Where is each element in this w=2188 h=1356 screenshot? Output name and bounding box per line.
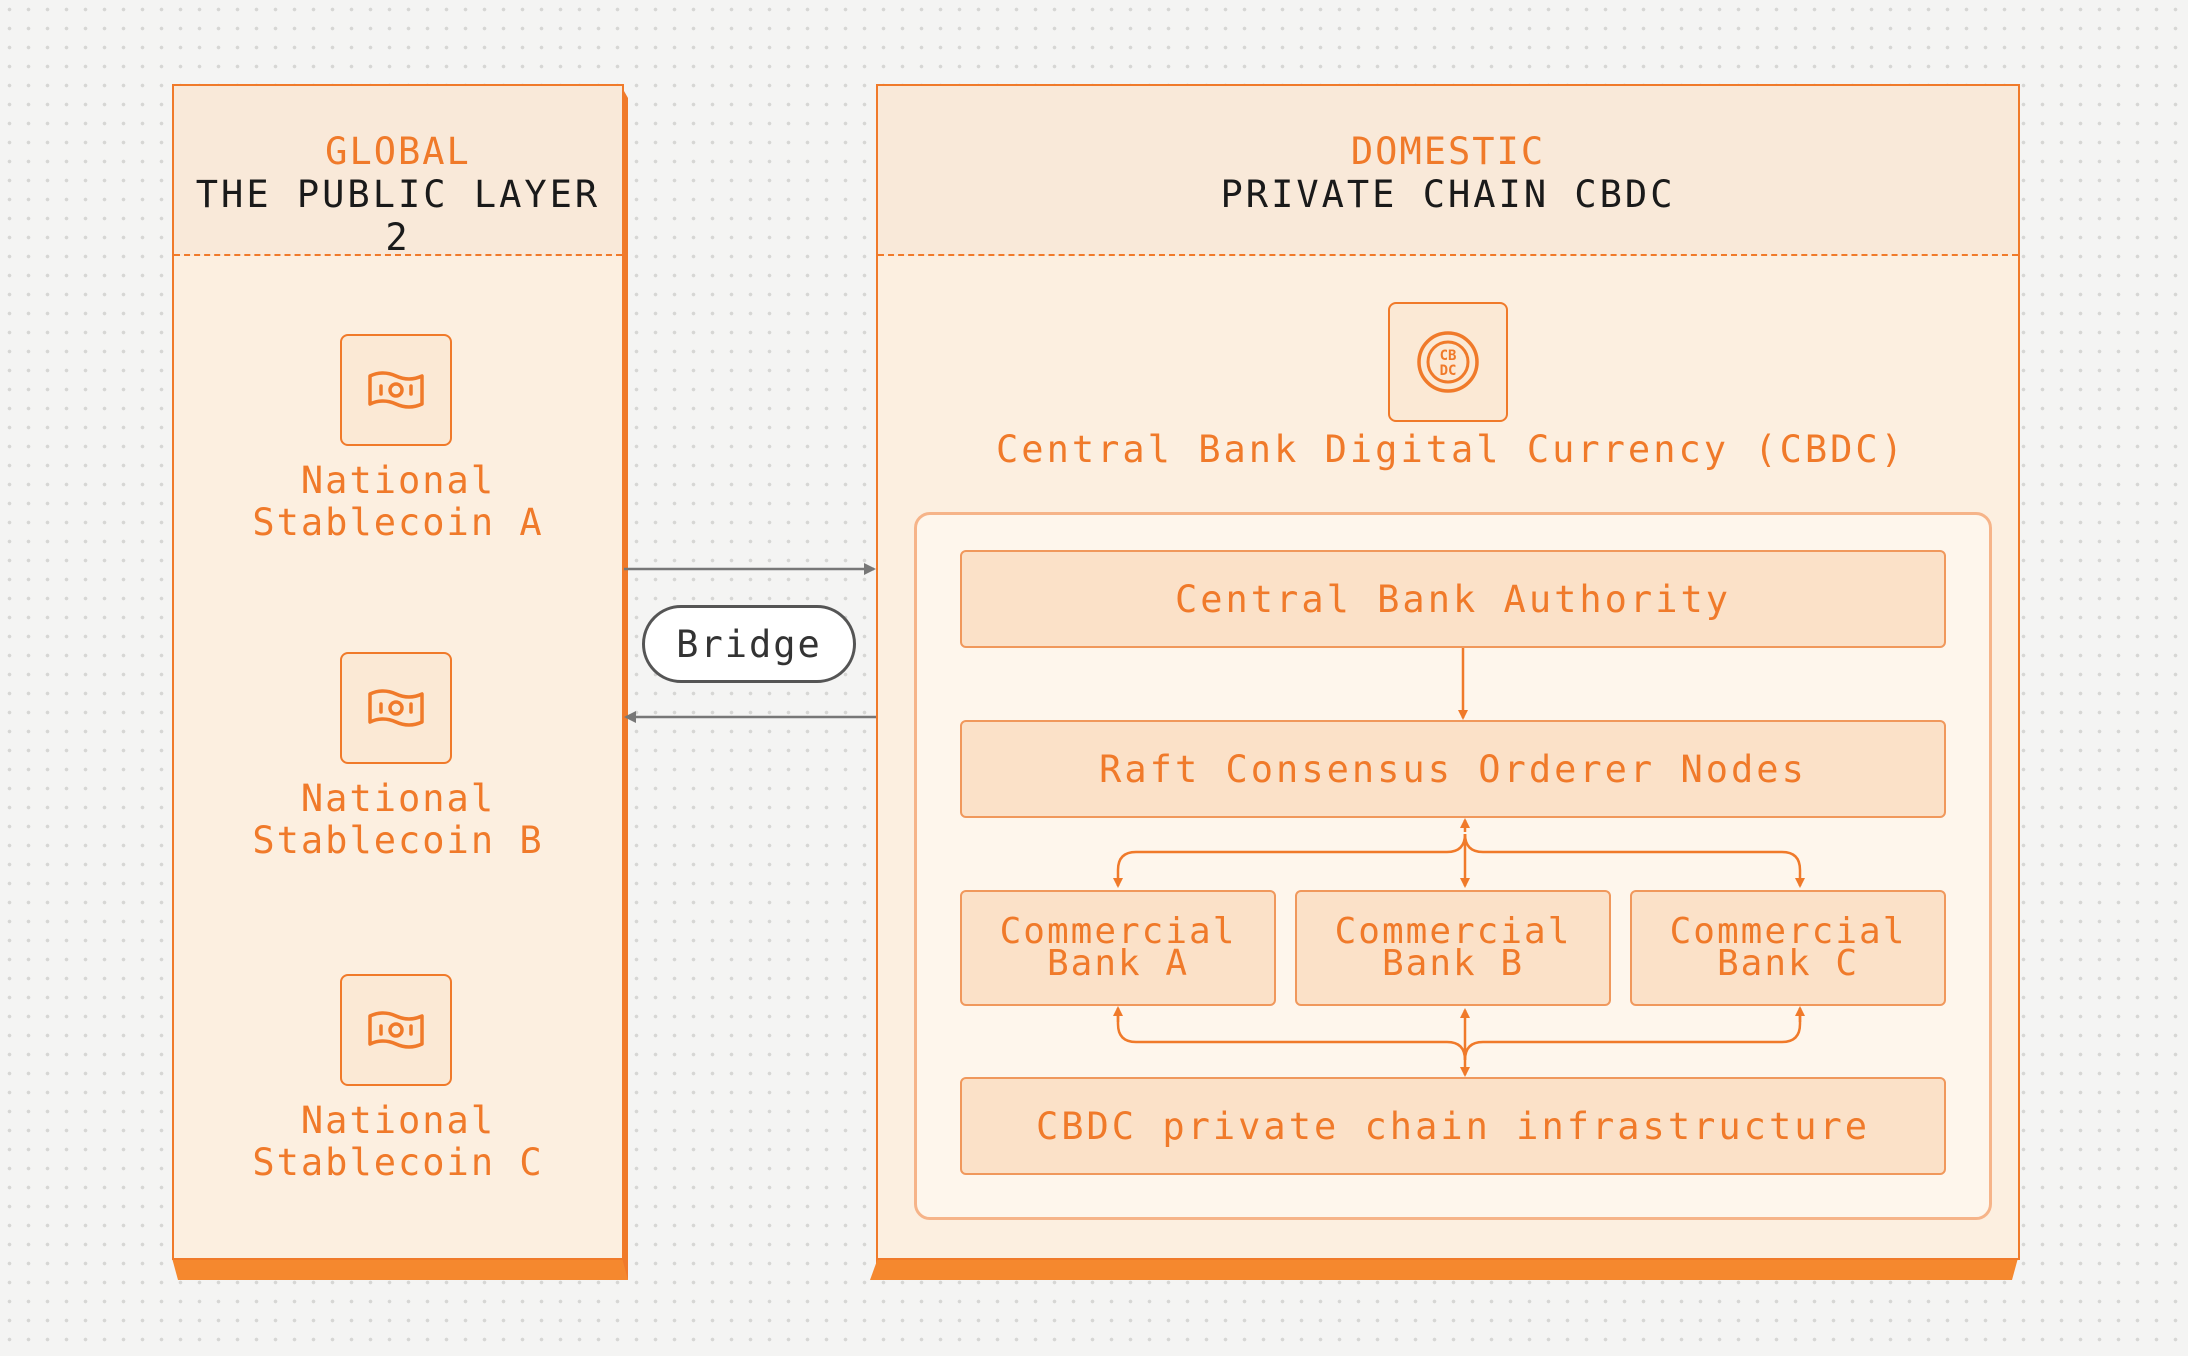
cbdc-infrastructure-node: CBDC private chain infrastructure xyxy=(960,1077,1946,1175)
stablecoin-a-line2: Stablecoin A xyxy=(252,501,544,544)
commercial-bank-c-node: Commercial Bank C xyxy=(1630,890,1946,1006)
stablecoin-c-line1: National xyxy=(300,1099,496,1142)
stablecoin-b-line1: National xyxy=(300,777,496,820)
domestic-label: DOMESTIC xyxy=(1350,130,1546,173)
global-title: THE PUBLIC LAYER 2 xyxy=(195,173,601,259)
domestic-panel-header: DOMESTIC PRIVATE CHAIN CBDC xyxy=(878,86,2018,256)
bank-b-line1: Commercial xyxy=(1334,911,1572,952)
bank-a-line2: Bank A xyxy=(1046,943,1190,984)
stablecoin-c-icon-box xyxy=(340,974,452,1086)
global-label: GLOBAL xyxy=(325,130,471,173)
stablecoin-b-line2: Stablecoin B xyxy=(252,819,544,862)
cbdc-coin-icon: CB DC xyxy=(1417,331,1479,393)
global-panel-base xyxy=(172,1258,628,1280)
stablecoin-a-label: National Stablecoin A xyxy=(172,460,624,544)
domestic-title: PRIVATE CHAIN CBDC xyxy=(1220,173,1676,216)
bridge-label: Bridge xyxy=(642,605,856,683)
bank-b-line2: Bank B xyxy=(1381,943,1525,984)
banknote-icon xyxy=(368,371,424,409)
stablecoin-c-line2: Stablecoin C xyxy=(252,1141,544,1184)
cbdc-title: Central Bank Digital Currency (CBDC) xyxy=(996,428,1906,471)
raft-orderer-node: Raft Consensus Orderer Nodes xyxy=(960,720,1946,818)
banknote-icon xyxy=(368,1011,424,1049)
stablecoin-c-label: National Stablecoin C xyxy=(172,1100,624,1184)
svg-text:DC: DC xyxy=(1440,363,1457,379)
cbdc-icon-box: CB DC xyxy=(1388,302,1508,422)
stablecoin-b-icon-box xyxy=(340,652,452,764)
bank-c-line2: Bank C xyxy=(1716,943,1860,984)
svg-text:CB: CB xyxy=(1440,348,1457,364)
banknote-icon xyxy=(368,689,424,727)
commercial-bank-b-node: Commercial Bank B xyxy=(1295,890,1611,1006)
central-bank-authority-node: Central Bank Authority xyxy=(960,550,1946,648)
domestic-panel-base xyxy=(870,1258,2018,1280)
stablecoin-a-icon-box xyxy=(340,334,452,446)
global-panel-header: GLOBAL THE PUBLIC LAYER 2 xyxy=(174,86,622,259)
stablecoin-b-label: National Stablecoin B xyxy=(172,778,624,862)
commercial-bank-a-node: Commercial Bank A xyxy=(960,890,1276,1006)
bank-a-line1: Commercial xyxy=(999,911,1237,952)
stablecoin-a-line1: National xyxy=(300,459,496,502)
bank-c-line1: Commercial xyxy=(1669,911,1907,952)
